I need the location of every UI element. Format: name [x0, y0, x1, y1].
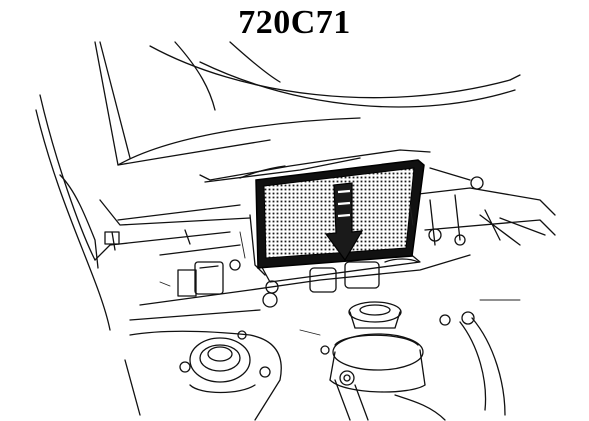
down-arrow-icon: [324, 182, 364, 262]
left-components: [104, 229, 279, 308]
wiper-arm: [199, 149, 484, 190]
right-components: [428, 228, 506, 416]
cowl-panel: [117, 187, 556, 321]
filter-housing: [257, 251, 421, 293]
diagram-code: 720C71: [238, 4, 351, 41]
left-strut-tower: [124, 330, 282, 421]
detail-strokes: [159, 204, 521, 336]
left-fender: [35, 94, 251, 331]
bonnet-outline: [94, 41, 521, 166]
reservoir-cap: [320, 301, 446, 421]
